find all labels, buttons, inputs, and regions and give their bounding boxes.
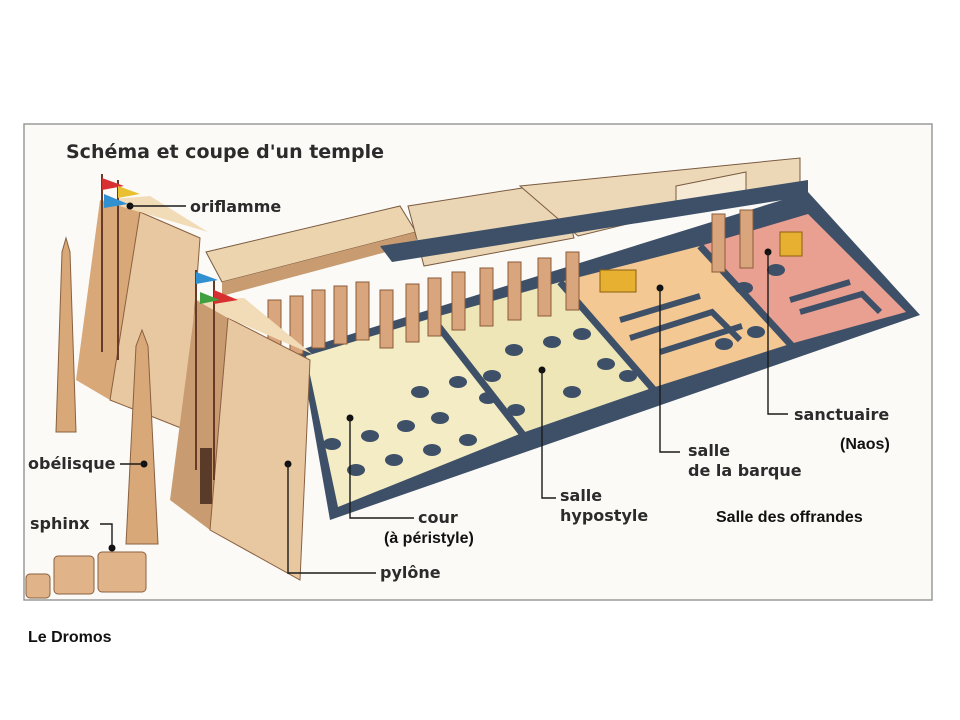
column-base [483,370,501,382]
obelisks [55,236,159,545]
hypostyle-columns [267,209,754,359]
column [479,267,494,327]
column-base [767,264,785,276]
label-dromos: Le Dromos [28,629,112,646]
column-base [449,376,467,388]
naos-shrine [779,231,803,257]
column-base [563,386,581,398]
column-base [347,464,365,476]
label-obelisque: obélisque [28,454,116,473]
column-base [411,386,429,398]
flag-masts [101,174,215,480]
label-salle-hypostyle-2: hypostyle [560,506,648,525]
column-base [747,326,765,338]
column [379,289,394,349]
column-base [597,358,615,370]
column [739,209,754,269]
pylon-back-side [76,200,140,400]
barque-shrine [599,269,637,293]
column-base [385,454,403,466]
column-base [735,282,753,294]
column-base [573,328,591,340]
label-offrandes: Salle des offrandes [716,509,863,526]
column-base [459,434,477,446]
column-base [479,392,497,404]
column-base [505,344,523,356]
column-base [507,404,525,416]
pylon-gate [200,448,212,504]
column [355,281,370,341]
column-base [431,412,449,424]
column [333,285,348,345]
column [507,261,522,321]
column [711,213,726,273]
obelisk-back [55,236,77,433]
label-salle-barque-1: salle [688,441,730,460]
label-oriflamme: oriflamme [190,197,281,216]
label-salle-hypostyle-1: salle [560,486,602,505]
column [311,289,326,349]
column [565,251,580,311]
temple-roof [205,157,808,296]
label-salle-barque-2: de la barque [688,461,802,480]
column-base [715,338,733,350]
pylon-back-face [109,211,201,431]
cutaway-edge [380,180,808,262]
column-base [423,444,441,456]
obelisk-front [125,328,159,545]
column [537,257,552,317]
label-cour-note: (à péristyle) [384,530,474,547]
label-sanctuaire: sanctuaire [794,405,889,424]
column-bases [323,264,785,476]
pylon-front-face [209,317,311,581]
wall-court-hypostyle [429,315,527,439]
sphinx-row [25,551,147,599]
pylon-front-top [196,298,312,354]
label-cour: cour [418,508,458,527]
column [451,271,466,331]
diagram-title: Schéma et coupe d'un temple [66,141,384,163]
column [427,277,442,337]
label-naos: (Naos) [840,436,890,453]
column-base [361,430,379,442]
column-base [619,370,637,382]
leader-lines [100,202,788,574]
oriflamme-flags [102,178,238,304]
column-base [323,438,341,450]
column-base [397,420,415,432]
column-base [543,336,561,348]
label-sphinx: sphinx [30,514,90,533]
column [405,283,420,343]
roof-court-front [222,232,416,296]
label-pylone: pylône [380,563,441,582]
